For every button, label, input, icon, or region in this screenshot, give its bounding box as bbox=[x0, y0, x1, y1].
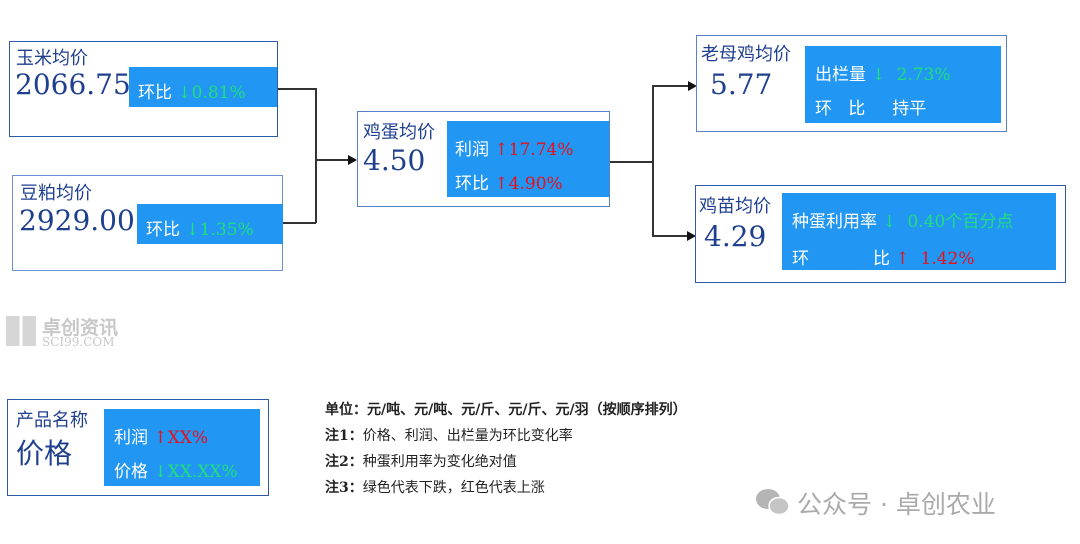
mom-label: 环比 bbox=[138, 83, 172, 103]
legend-card: 产品名称 价格 利润 ↑XX% 价格 ↓XX.XX% bbox=[7, 399, 269, 496]
unit-text: 元/吨、元/吨、元/斤、元/斤、元/羽（按顺序排列） bbox=[367, 402, 687, 418]
unit-note: 单位：元/吨、元/吨、元/斤、元/斤、元/羽（按顺序排列） bbox=[325, 399, 687, 419]
watermark-en: SCI99.COM bbox=[42, 335, 115, 349]
egg-price-card: 鸡蛋均价 4.50 利润 ↑17.74% 环比 ↑4.90% bbox=[357, 111, 610, 207]
legend-profit-change: XX% bbox=[167, 428, 209, 448]
hen-out-change: 2.73% bbox=[896, 65, 951, 85]
soymeal-title: 豆粕均价 bbox=[20, 183, 92, 204]
corn-title: 玉米均价 bbox=[16, 48, 88, 69]
up-arrow-icon: ↑ bbox=[895, 249, 910, 269]
egg-change-panel: 利润 ↑17.74% 环比 ↑4.90% bbox=[447, 121, 609, 197]
mom-label: 比 bbox=[873, 249, 890, 269]
unit-label: 单位： bbox=[325, 402, 367, 418]
egg-title: 鸡蛋均价 bbox=[363, 122, 435, 143]
down-arrow-icon: ↓ bbox=[871, 65, 886, 85]
note-text: 种蛋利用率为变化绝对值 bbox=[362, 454, 517, 470]
down-arrow-icon: ↓ bbox=[185, 220, 200, 240]
mom-label: 环比 bbox=[146, 220, 180, 240]
wechat-icon bbox=[756, 489, 790, 516]
profit-label: 利润 bbox=[114, 428, 148, 448]
connector bbox=[652, 85, 654, 236]
chick-value: 4.29 bbox=[704, 220, 767, 253]
legend-change-panel: 利润 ↑XX% 价格 ↓XX.XX% bbox=[104, 409, 260, 486]
up-arrow-icon: ↑ bbox=[494, 140, 509, 160]
note-3: 注3：绿色代表下跌，红色代表上涨 bbox=[325, 477, 545, 497]
corn-change-panel: 环比 ↓0.81% bbox=[129, 67, 277, 107]
hen-change-panel: 出栏量 ↓ 2.73% 环 比 持平 bbox=[805, 46, 1001, 123]
up-arrow-icon: ↑ bbox=[153, 428, 168, 448]
down-arrow-icon: ↓ bbox=[882, 212, 897, 232]
note-label: 注1： bbox=[325, 428, 363, 444]
legend-price-change: XX.XX% bbox=[167, 462, 238, 482]
connector bbox=[609, 161, 653, 163]
legend-value: 价格 bbox=[16, 437, 73, 470]
arrow-right-icon bbox=[687, 231, 696, 241]
chick-rate-change: 0.40个百分点 bbox=[907, 212, 1014, 232]
hen-mom-change: 持平 bbox=[892, 99, 927, 119]
mom-label: 环比 bbox=[455, 174, 489, 194]
egg-profit-change: 17.74% bbox=[508, 140, 574, 160]
watermark-cn: 卓创资讯 bbox=[42, 317, 119, 339]
arrow-right-icon bbox=[688, 81, 697, 91]
profit-label: 利润 bbox=[455, 140, 489, 160]
note-1: 注1：价格、利润、出栏量为环比变化率 bbox=[325, 425, 573, 445]
arrow-right-icon bbox=[348, 155, 357, 165]
connector bbox=[315, 159, 349, 161]
corn-change: 0.81% bbox=[191, 83, 246, 103]
chick-mom-change: 1.42% bbox=[920, 249, 975, 269]
soymeal-value: 2929.00 bbox=[19, 204, 135, 237]
down-arrow-icon: ↓ bbox=[153, 462, 168, 482]
sci99-logo-icon bbox=[6, 316, 36, 346]
mom-label: 比 bbox=[848, 99, 866, 119]
out-label: 出栏量 bbox=[815, 65, 866, 85]
chick-price-card: 鸡苗均价 4.29 种蛋利用率 ↓ 0.40个百分点 环 比 ↑ 1.42% bbox=[695, 185, 1066, 283]
mom-label: 环 bbox=[792, 249, 809, 269]
price-label: 价格 bbox=[114, 462, 148, 482]
hen-value: 5.77 bbox=[710, 68, 773, 101]
chick-change-panel: 种蛋利用率 ↓ 0.40个百分点 环 比 ↑ 1.42% bbox=[782, 193, 1056, 270]
chick-title: 鸡苗均价 bbox=[699, 196, 771, 217]
rate-label: 种蛋利用率 bbox=[792, 212, 877, 232]
egg-value: 4.50 bbox=[363, 144, 426, 177]
note-text: 绿色代表下跌，红色代表上涨 bbox=[362, 480, 545, 496]
connector bbox=[282, 222, 316, 224]
connector bbox=[315, 88, 317, 223]
connector bbox=[652, 235, 687, 237]
legend-title: 产品名称 bbox=[16, 410, 88, 431]
corn-value: 2066.75 bbox=[15, 68, 131, 101]
corn-price-card: 玉米均价 2066.75 环比 ↓0.81% bbox=[9, 41, 278, 137]
wechat-account-name: 公众号 · 卓创农业 bbox=[797, 490, 996, 519]
hen-price-card: 老母鸡均价 5.77 出栏量 ↓ 2.73% 环 比 持平 bbox=[696, 35, 1007, 132]
egg-mom-change: 4.90% bbox=[508, 174, 563, 194]
note-2: 注2：种蛋利用率为变化绝对值 bbox=[325, 451, 517, 471]
soymeal-price-card: 豆粕均价 2929.00 环比 ↓1.35% bbox=[12, 175, 283, 271]
connector bbox=[277, 88, 315, 90]
note-text: 价格、利润、出栏量为环比变化率 bbox=[362, 428, 573, 444]
note-label: 注3： bbox=[325, 480, 363, 496]
connector bbox=[652, 85, 688, 87]
note-label: 注2： bbox=[325, 454, 363, 470]
down-arrow-icon: ↓ bbox=[177, 83, 192, 103]
soymeal-change: 1.35% bbox=[199, 220, 254, 240]
hen-title: 老母鸡均价 bbox=[701, 44, 791, 65]
mom-label: 环 bbox=[815, 99, 832, 119]
up-arrow-icon: ↑ bbox=[494, 174, 509, 194]
soymeal-change-panel: 环比 ↓1.35% bbox=[137, 204, 283, 244]
